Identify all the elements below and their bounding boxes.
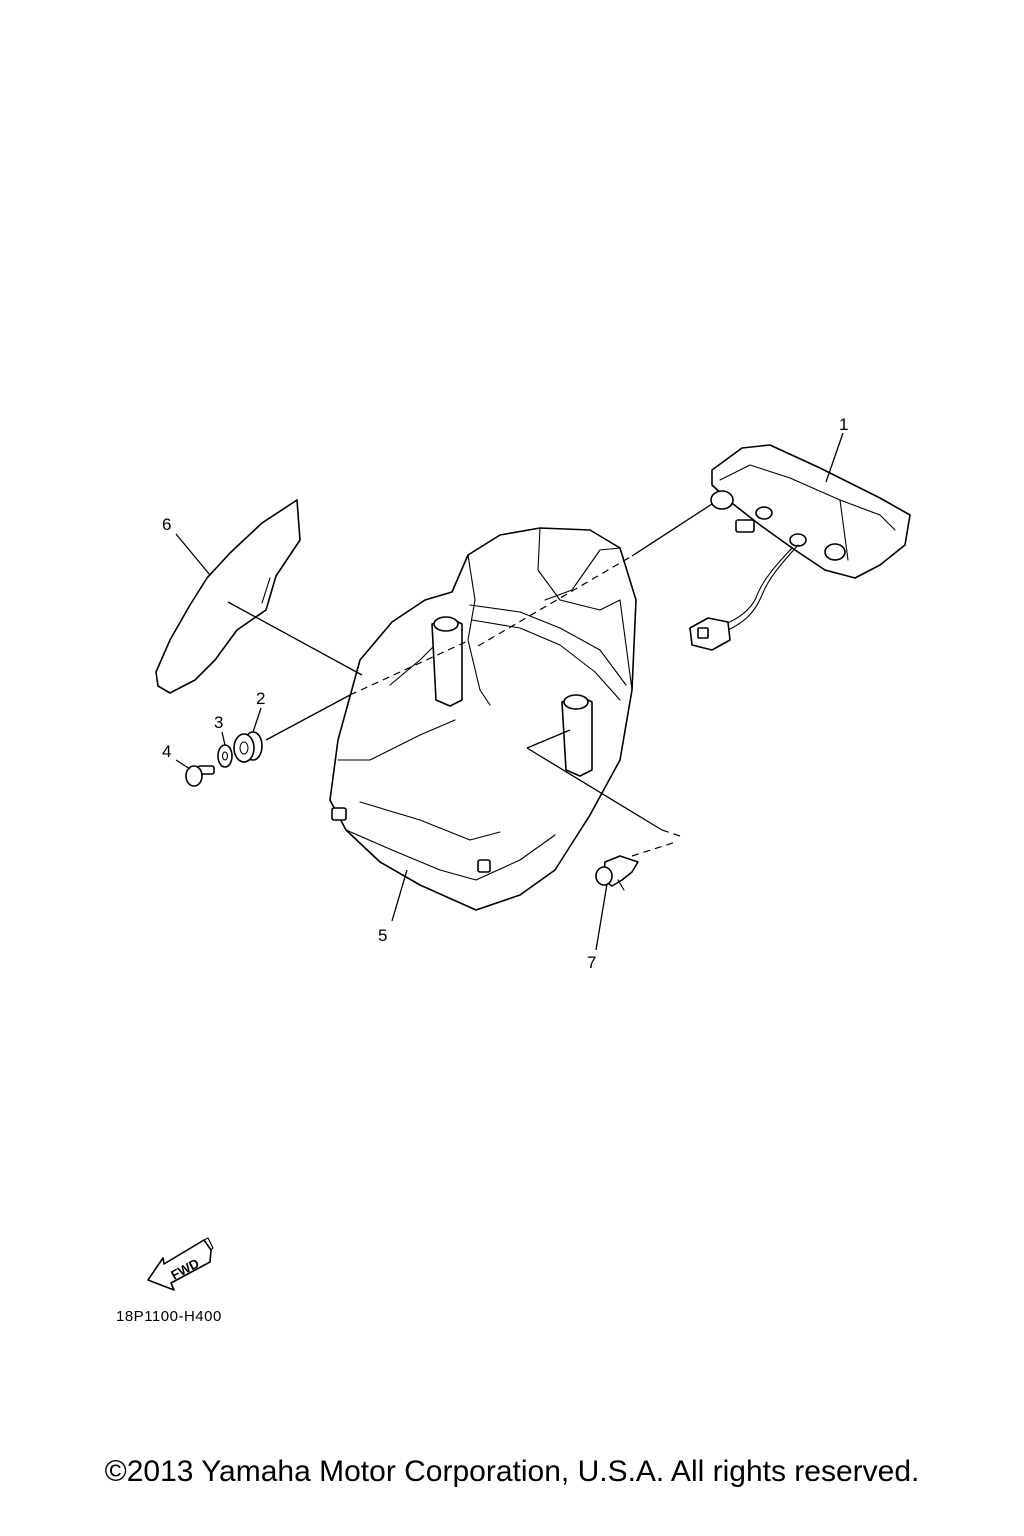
callout-3: 3: [214, 713, 223, 732]
callout-6: 6: [162, 515, 171, 534]
callout-labels: 1 2 3 4 5 6 7: [162, 415, 848, 972]
copyright-notice: ©2013 Yamaha Motor Corporation, U.S.A. A…: [104, 1455, 920, 1488]
callout-7: 7: [587, 953, 596, 972]
part-1-tail-light: [689, 444, 911, 651]
callout-1: 1: [839, 415, 848, 434]
callout-leaders: [175, 432, 844, 951]
part-6-side-cover: [155, 499, 301, 694]
fwd-arrow-icon: FWD: [147, 1237, 214, 1291]
part-7-clip: [595, 855, 639, 891]
callout-2: 2: [256, 689, 265, 708]
callout-4: 4: [162, 742, 171, 761]
callout-5: 5: [378, 926, 387, 945]
part-4-screw: [185, 765, 215, 787]
part-3-washer: [217, 744, 233, 768]
diagram-code: 18P1100-H400: [116, 1308, 222, 1325]
assembly-lines: [227, 503, 713, 857]
part-5-tail-housing: [329, 527, 637, 911]
part-2-grommet: [233, 731, 263, 763]
